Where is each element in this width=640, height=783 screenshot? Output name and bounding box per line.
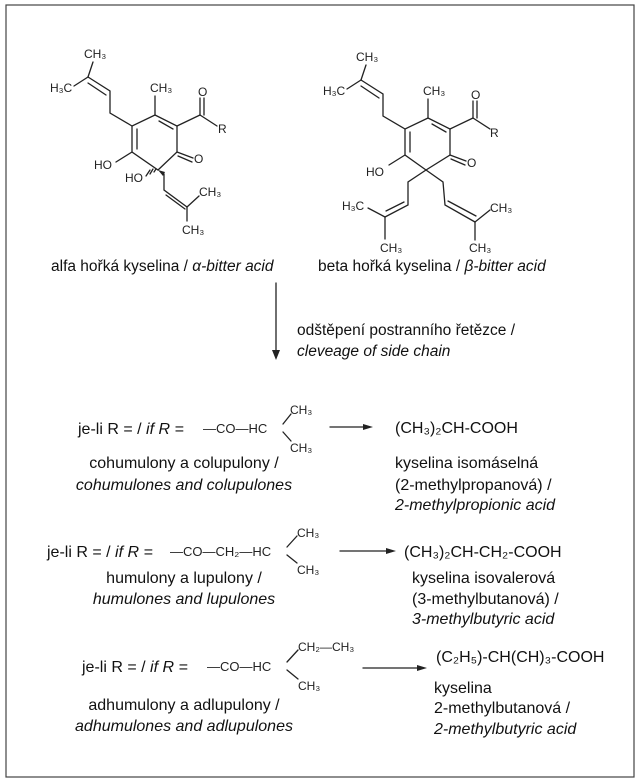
alpha-caption: alfa hořká kyselina / α-bitter acid bbox=[51, 258, 275, 275]
cleavage-label-en: cleveage of side chain bbox=[297, 343, 450, 360]
beta-o-acyl-label: O bbox=[471, 88, 480, 102]
branch-down-label: CH₃ bbox=[297, 563, 319, 577]
alpha-ch3-right-label: CH₃ bbox=[199, 185, 221, 199]
alpha-r-label: R bbox=[218, 122, 227, 136]
alpha-ch3-ring-label: CH₃ bbox=[150, 81, 172, 95]
if-r-label: je-li R = / if R = bbox=[77, 421, 184, 438]
branch-up-label: CH₂—CH₃ bbox=[298, 640, 354, 654]
branch-up-label: CH₃ bbox=[290, 403, 312, 417]
beta-bitter-acid-structure: CH₃ H₃C CH₃ O R O HO H₃C CH₃ CH₃ CH₃ bbox=[323, 50, 512, 255]
alpha-o-keto-label: O bbox=[194, 152, 203, 166]
names-en: adhumulones and adlupulones bbox=[75, 718, 293, 735]
acid-name-1: kyselina isomáselná bbox=[395, 455, 538, 472]
row-humulones: je-li R = / if R = —CO—CH₂—HC CH₃ CH₃ (C… bbox=[46, 526, 562, 628]
beta-ch3-bd-label: CH₃ bbox=[469, 241, 491, 255]
beta-ch3-bl-label: CH₃ bbox=[380, 241, 402, 255]
beta-ho-label: HO bbox=[366, 165, 384, 179]
acid-name-en: 2-methylbutyric acid bbox=[433, 721, 577, 738]
beta-o-keto-label: O bbox=[467, 156, 476, 170]
alpha-ho-label: HO bbox=[94, 158, 112, 172]
product-formula: (C₂H₅)-CH(CH)₃-COOH bbox=[436, 649, 604, 666]
branch-up-label: CH₃ bbox=[297, 526, 319, 540]
alpha-ho2-label: HO bbox=[125, 171, 143, 185]
acid-name-2: (3-methylbutanová) / bbox=[412, 591, 559, 608]
acid-name-1: kyselina isovalerová bbox=[412, 570, 555, 587]
r-formula: —CO—HC bbox=[203, 421, 267, 436]
acid-name-en: 3-methylbutyric acid bbox=[412, 611, 555, 628]
names-cz: adhumulony a adlupulony / bbox=[88, 697, 280, 714]
names-en: cohumulones and colupulones bbox=[76, 477, 292, 494]
row-adhumulones: je-li R = / if R = —CO—HC CH₂—CH₃ CH₃ (C… bbox=[75, 640, 604, 738]
names-cz: humulony a lupulony / bbox=[106, 570, 262, 587]
alpha-bitter-acid-structure: CH₃ H₃C CH₃ O R O HO HO CH₃ CH₃ bbox=[50, 47, 227, 237]
names-en: humulones and lupulones bbox=[93, 591, 275, 608]
beta-h3c-bl-label: H₃C bbox=[342, 199, 365, 213]
alpha-ch3-top-label: CH₃ bbox=[84, 47, 106, 61]
acid-name-en: 2-methylpropionic acid bbox=[394, 497, 556, 514]
names-cz: cohumulony a colupulony / bbox=[89, 455, 279, 472]
r-formula: —CO—CH₂—HC bbox=[170, 544, 271, 559]
alpha-h3c-label: H₃C bbox=[50, 81, 73, 95]
if-r-label: je-li R = / if R = bbox=[81, 659, 188, 676]
beta-h3c-label: H₃C bbox=[323, 84, 346, 98]
beta-r-label: R bbox=[490, 126, 499, 140]
acid-name-2: (2-methylpropanová) / bbox=[395, 477, 552, 494]
beta-ch3-br-label: CH₃ bbox=[490, 201, 512, 215]
row-cohumulones: je-li R = / if R = —CO—HC CH₃ CH₃ (CH₃)₂… bbox=[76, 403, 556, 514]
alpha-ch3-down-label: CH₃ bbox=[182, 223, 204, 237]
product-formula: (CH₃)₂CH-CH₂-COOH bbox=[404, 544, 562, 561]
acid-name-2: 2-methylbutanová / bbox=[434, 700, 571, 717]
alpha-o-acyl-label: O bbox=[198, 85, 207, 99]
beta-caption: beta hořká kyselina / β-bitter acid bbox=[318, 258, 547, 275]
acid-name-1: kyselina bbox=[434, 680, 492, 697]
branch-down-label: CH₃ bbox=[290, 441, 312, 455]
branch-down-label: CH₃ bbox=[298, 679, 320, 693]
beta-ch3-top-label: CH₃ bbox=[356, 50, 378, 64]
cleavage-arrow bbox=[272, 282, 280, 360]
product-formula: (CH₃)₂CH-COOH bbox=[395, 420, 518, 437]
r-formula: —CO—HC bbox=[207, 659, 271, 674]
frame bbox=[5, 4, 635, 778]
cleavage-label-cz: odštěpení postranního řetězce / bbox=[297, 322, 516, 339]
beta-ch3-ring-label: CH₃ bbox=[423, 84, 445, 98]
if-r-label: je-li R = / if R = bbox=[46, 544, 153, 561]
